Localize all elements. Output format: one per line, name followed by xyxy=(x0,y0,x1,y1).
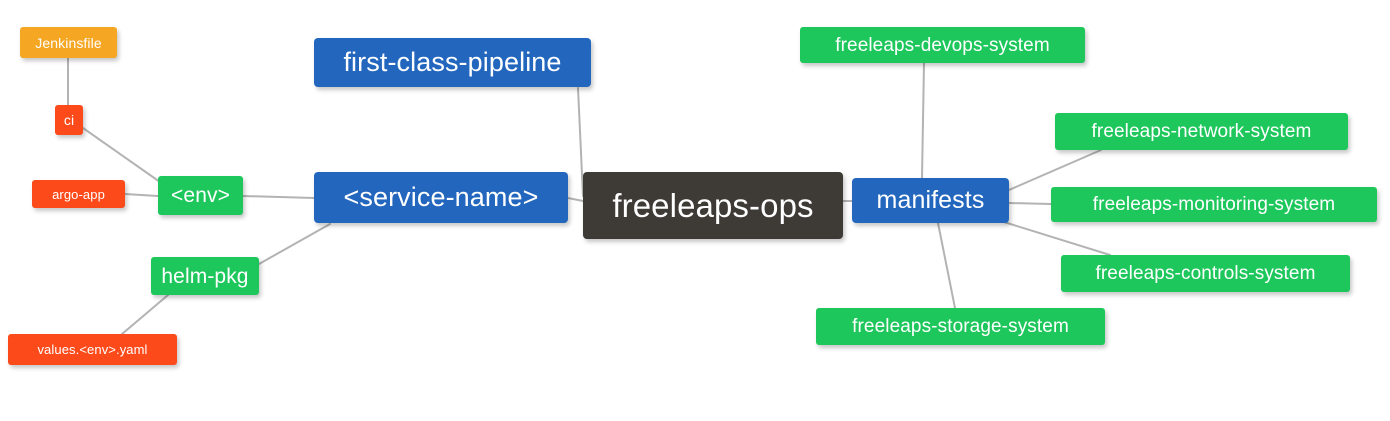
edge-manifests-to-freeleaps-controls-system xyxy=(1003,221,1111,256)
node-ci[interactable]: ci xyxy=(55,105,83,135)
node-label-argo-app: argo-app xyxy=(52,186,105,202)
node-label-ci: ci xyxy=(63,112,75,128)
node-label-freeleaps-controls-system: freeleaps-controls-system xyxy=(1095,263,1316,284)
node-freeleaps-monitoring-system[interactable]: freeleaps-monitoring-system xyxy=(1051,187,1377,222)
edge-helm-pkg-to-values-env-yaml xyxy=(121,294,169,335)
edge-service-name-to-helm-pkg xyxy=(258,223,331,265)
node-label-jenkinsfile: Jenkinsfile xyxy=(35,34,102,51)
node-label-service-name: <service-name> xyxy=(343,182,539,212)
node-label-freeleaps-ops: freeleaps-ops xyxy=(612,187,814,224)
node-freeleaps-devops-system[interactable]: freeleaps-devops-system xyxy=(800,27,1085,63)
node-label-freeleaps-devops-system: freeleaps-devops-system xyxy=(835,34,1050,56)
node-label-freeleaps-network-system: freeleaps-network-system xyxy=(1091,121,1312,142)
node-manifests[interactable]: manifests xyxy=(852,178,1009,223)
node-service-name[interactable]: <service-name> xyxy=(314,172,568,223)
node-freeleaps-ops[interactable]: freeleaps-ops xyxy=(583,172,843,239)
node-freeleaps-controls-system[interactable]: freeleaps-controls-system xyxy=(1061,255,1350,292)
node-jenkinsfile[interactable]: Jenkinsfile xyxy=(20,27,117,58)
node-values-env-yaml[interactable]: values.<env>.yaml xyxy=(8,334,177,365)
edge-env-to-argo-app xyxy=(124,193,159,197)
node-helm-pkg[interactable]: helm-pkg xyxy=(151,257,259,295)
edge-freeleaps-ops-to-service-name xyxy=(567,197,584,202)
node-label-freeleaps-storage-system: freeleaps-storage-system xyxy=(852,316,1069,337)
node-freeleaps-network-system[interactable]: freeleaps-network-system xyxy=(1055,113,1348,150)
edge-env-to-ci xyxy=(82,127,161,183)
edge-service-name-to-env xyxy=(242,195,315,199)
edge-manifests-to-freeleaps-network-system xyxy=(1008,149,1102,191)
node-label-env: <env> xyxy=(171,184,230,207)
node-label-freeleaps-monitoring-system: freeleaps-monitoring-system xyxy=(1092,194,1336,215)
node-freeleaps-storage-system[interactable]: freeleaps-storage-system xyxy=(816,308,1105,345)
node-argo-app[interactable]: argo-app xyxy=(32,180,125,208)
node-label-helm-pkg: helm-pkg xyxy=(161,264,249,288)
edge-manifests-to-freeleaps-monitoring-system xyxy=(1008,202,1052,205)
edge-manifests-to-freeleaps-storage-system xyxy=(937,222,956,309)
node-label-values-env-yaml: values.<env>.yaml xyxy=(37,342,148,357)
node-label-first-class-pipeline: first-class-pipeline xyxy=(343,47,562,77)
node-first-class-pipeline[interactable]: first-class-pipeline xyxy=(314,38,591,87)
node-label-manifests: manifests xyxy=(876,186,985,214)
node-env[interactable]: <env> xyxy=(158,176,243,215)
edge-manifests-to-freeleaps-devops-system xyxy=(921,62,925,179)
